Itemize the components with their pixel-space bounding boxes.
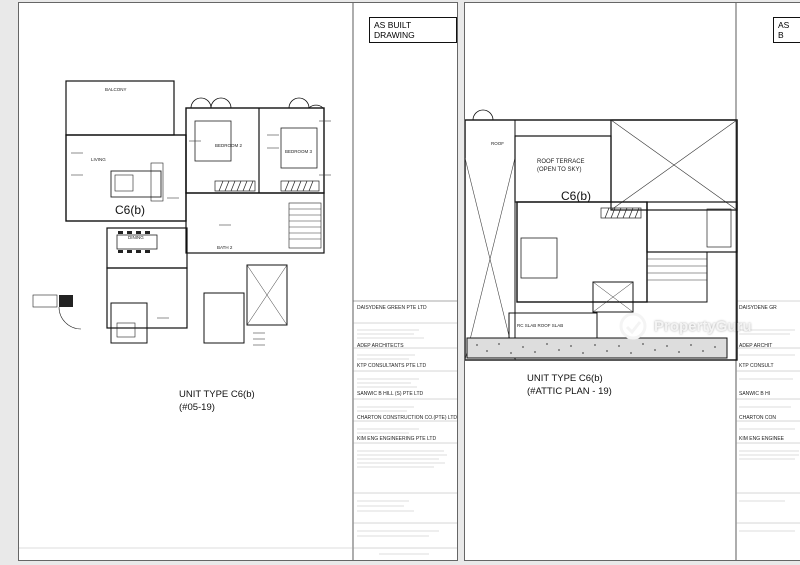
watermark: PropertyGuru — [618, 308, 788, 344]
floor-plan-sheet-05-19: AS BUILT DRAWING BALCONY LIVING DINING B… — [18, 2, 458, 561]
title-block-engineer: KTP CONSULTANTS PTE LTD — [357, 363, 427, 369]
title-block-architect: ADEP ARCHITECTS — [357, 343, 404, 349]
room-label-dining: DINING — [128, 235, 144, 240]
room-label-bath-2: BATH 2 — [217, 245, 233, 250]
watermark-text: PropertyGuru — [654, 317, 752, 335]
as-built-stamp: AS BUILT DRAWING — [369, 17, 457, 43]
unit-tag-attic: C6(b) — [561, 189, 592, 203]
attic-title-block-engineer: KTP CONSULT — [739, 363, 774, 369]
title-block-developer: DAISYDENE GREEN PTE LTD — [357, 305, 427, 311]
title-block-me-engineer: SANWIC B HILL (S) PTE LTD — [357, 391, 424, 397]
room-label-living: LIVING — [91, 157, 106, 162]
attic-title-block-me-engineer: SANWIC B HI — [739, 391, 771, 397]
unit-tag: C6(b) — [115, 203, 146, 217]
room-label-roof-slab: RC SLAB ROOF SLAB — [517, 323, 564, 328]
room-label-roof-terrace: ROOF TERRACE — [537, 159, 585, 165]
room-label-bedroom-3: BEDROOM 3 — [285, 149, 313, 154]
attic-title-block-subcontractor: KIM ENG ENGINEE — [739, 436, 785, 442]
attic-plan-sheet: AS B ROOF ROOF TERRACE (OPEN TO SKY) RC … — [464, 2, 800, 561]
title-block-contractor: CHARTON CONSTRUCTION CO.(PTE) LTD — [357, 415, 458, 421]
room-label-open-to-sky: (OPEN TO SKY) — [537, 167, 582, 173]
attic-caption-plan-name: (#ATTIC PLAN - 19) — [527, 386, 612, 397]
room-label-balcony: BALCONY — [105, 87, 127, 92]
caption-unit-type: UNIT TYPE C6(b) — [179, 389, 255, 400]
attic-caption-unit-type: UNIT TYPE C6(b) — [527, 373, 603, 384]
attic-plan-drawing — [465, 3, 800, 560]
as-built-stamp-partial: AS B — [773, 17, 800, 43]
attic-title-block-architect: ADEP ARCHIT — [739, 343, 773, 349]
attic-title-block-contractor: CHARTON CON — [739, 415, 777, 421]
attic-title-block-developer: DAISYDENE GR — [739, 305, 777, 311]
attic-plan-caption: UNIT TYPE C6(b) (#ATTIC PLAN - 19) — [527, 372, 612, 398]
propertyguru-logo-icon — [619, 312, 647, 340]
caption-unit-number: (#05-19) — [179, 402, 215, 413]
title-block-subcontractor: KIM ENG ENGINEERING PTE LTD — [357, 436, 437, 442]
room-label-bedroom-2: BEDROOM 2 — [215, 143, 243, 148]
floor-plan-drawing — [19, 3, 457, 560]
plan-caption: UNIT TYPE C6(b) (#05-19) — [179, 388, 255, 414]
room-label-roof: ROOF — [491, 141, 504, 146]
